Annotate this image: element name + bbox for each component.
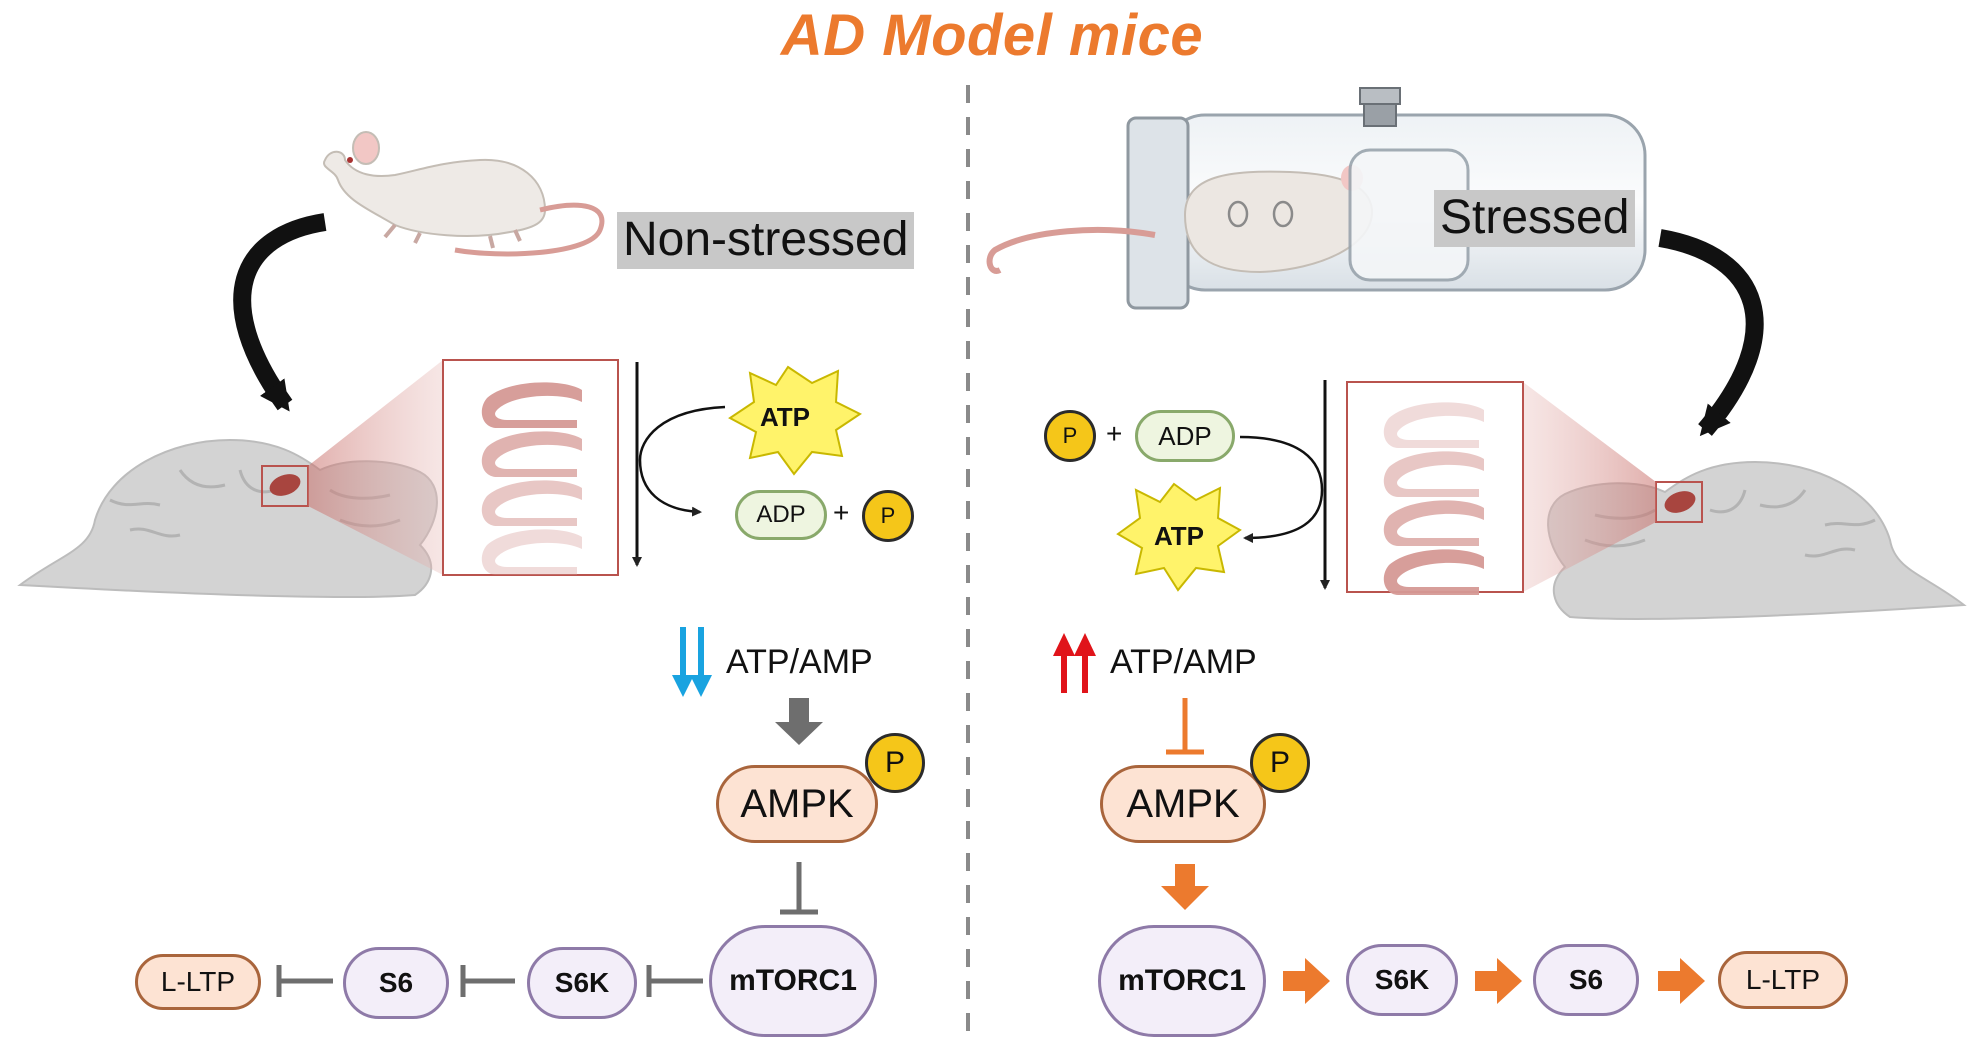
- ratio-label-right: ATP/AMP: [1110, 643, 1257, 681]
- ampk-phosphate-left: P: [865, 733, 925, 793]
- condition-label-non-stressed: Non-stressed: [617, 212, 915, 269]
- atp-label-right: ATP: [1153, 521, 1205, 551]
- zoom-wedge-right: [1523, 382, 1656, 592]
- inhibition-s6k-s6: [460, 965, 515, 997]
- ampk-node-right: AMPK: [1100, 765, 1266, 843]
- hippocampus-slices-left: [442, 359, 619, 576]
- inhibition-ratio-ampk-right: [1166, 698, 1204, 755]
- hippocampus-slices-right: [1346, 381, 1524, 595]
- activation-arrow-ratio-ampk-left: [775, 698, 823, 745]
- lltp-node-left: L-LTP: [135, 954, 261, 1010]
- plus-sign-right: +: [1106, 418, 1123, 449]
- s6-node-right: S6: [1533, 944, 1639, 1016]
- inhibition-ampk-mtorc1-left: [780, 862, 818, 915]
- mouse-icon-left: [323, 131, 605, 257]
- activation-mtorc1-s6k: [1283, 958, 1330, 1004]
- mtorc1-node-right: mTORC1: [1098, 925, 1266, 1037]
- atp-star-right: [1116, 482, 1242, 592]
- ratio-decrease-arrows: [672, 627, 712, 697]
- condition-label-stressed: Stressed: [1434, 190, 1636, 247]
- activation-s6-lltp: [1658, 958, 1705, 1004]
- phosphate-node-right: P: [1044, 410, 1096, 462]
- activation-ampk-mtorc1-right: [1161, 864, 1209, 910]
- inhibition-s6-lltp: [276, 965, 333, 997]
- s6-node-left: S6: [343, 947, 449, 1019]
- zoom-wedge-left: [308, 360, 443, 575]
- adp-node-left: ADP: [735, 490, 827, 540]
- curved-arrow-left: [233, 213, 327, 412]
- ratio-label-left: ATP/AMP: [726, 643, 873, 681]
- s6k-node-left: S6K: [527, 947, 637, 1019]
- atp-label-left: ATP: [759, 402, 811, 432]
- atp-star-left: [728, 365, 862, 476]
- adp-node-right: ADP: [1135, 410, 1235, 462]
- curved-arrow-right: [1658, 229, 1764, 437]
- mtorc1-node-left: mTORC1: [709, 925, 877, 1037]
- lltp-node-right: L-LTP: [1718, 951, 1848, 1009]
- page-title: AD Model mice: [780, 3, 1204, 68]
- phosphate-node-left: P: [862, 490, 914, 542]
- ratio-increase-arrows: [1053, 633, 1096, 693]
- reaction-curve-left: [638, 405, 726, 517]
- activation-s6k-s6: [1475, 958, 1522, 1004]
- s6k-node-right: S6K: [1346, 944, 1458, 1016]
- ampk-node-left: AMPK: [716, 765, 878, 843]
- inhibition-mtorc1-s6k: [646, 965, 703, 997]
- plus-sign-left: +: [833, 497, 850, 528]
- ampk-phosphate-right: P: [1250, 733, 1310, 793]
- reaction-curve-right: [1239, 435, 1324, 543]
